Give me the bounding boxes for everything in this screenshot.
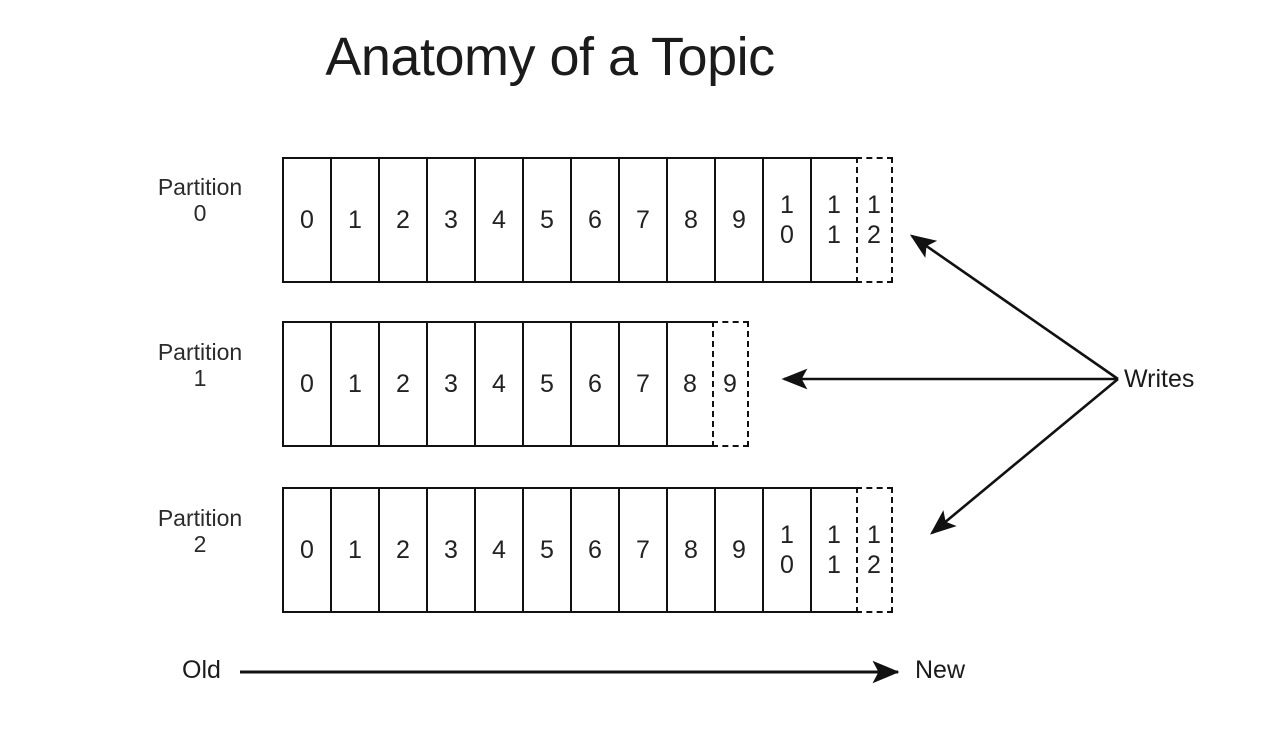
- partition-2-cell-2[interactable]: 2: [378, 487, 426, 613]
- cell-value: 1 1: [827, 521, 841, 579]
- cell-value: 2: [396, 205, 410, 234]
- partition-2-label: Partition 2: [125, 505, 275, 557]
- cell-value: 4: [492, 535, 506, 564]
- partition-1-cell-8[interactable]: 8: [666, 321, 714, 447]
- partition-2-cell-10[interactable]: 1 0: [762, 487, 810, 613]
- cell-value: 7: [636, 369, 650, 398]
- partition-2-cell-4[interactable]: 4: [474, 487, 522, 613]
- partition-1-label: Partition 1: [125, 339, 275, 391]
- cell-value: 1 1: [827, 191, 841, 249]
- cell-value: 0: [300, 535, 314, 564]
- cell-value: 8: [683, 369, 697, 398]
- cell-value: 0: [300, 205, 314, 234]
- partition-2-cell-11[interactable]: 1 1: [810, 487, 858, 613]
- partition-1-cell-7[interactable]: 7: [618, 321, 666, 447]
- partition-0-label-line1: Partition: [157, 174, 243, 200]
- partition-0-cell-9[interactable]: 9: [714, 157, 762, 283]
- timeline-new-label: New: [915, 656, 966, 684]
- cell-value: 8: [684, 535, 698, 564]
- cell-value: 3: [444, 369, 458, 398]
- cell-value: 1 0: [780, 191, 794, 249]
- partition-2-label-line1: Partition: [157, 505, 243, 531]
- cell-value: 4: [492, 369, 506, 398]
- partition-2-cells: 0 1 2 3 4 5 6 7 8 9 1 0 1 1 1 2: [282, 487, 893, 613]
- partition-0-cell-10[interactable]: 1 0: [762, 157, 810, 283]
- partition-0-cell-0[interactable]: 0: [282, 157, 330, 283]
- writes-label: Writes: [1124, 365, 1195, 393]
- partition-2-cell-0[interactable]: 0: [282, 487, 330, 613]
- cell-value: 1: [348, 535, 362, 564]
- cell-value: 4: [492, 205, 506, 234]
- partition-0-cell-7[interactable]: 7: [618, 157, 666, 283]
- cell-value: 1 0: [780, 521, 794, 579]
- cell-value: 6: [588, 535, 602, 564]
- partition-2-pending-cell[interactable]: 1 2: [855, 487, 893, 613]
- partition-2-cell-3[interactable]: 3: [426, 487, 474, 613]
- cell-value: 1: [348, 205, 362, 234]
- partition-0-cell-4[interactable]: 4: [474, 157, 522, 283]
- partition-2-cell-8[interactable]: 8: [666, 487, 714, 613]
- cell-value: 2: [396, 535, 410, 564]
- cell-value: 6: [588, 205, 602, 234]
- cell-value: 0: [300, 369, 314, 398]
- cell-value: 5: [540, 205, 554, 234]
- partition-1-cell-6[interactable]: 6: [570, 321, 618, 447]
- page-title: Anatomy of a Topic: [325, 27, 775, 87]
- partition-2-cell-5[interactable]: 5: [522, 487, 570, 613]
- cell-value: 8: [684, 205, 698, 234]
- cell-value: 5: [540, 369, 554, 398]
- cell-value: 3: [444, 205, 458, 234]
- writes-to-partition-2-arrow: [929, 377, 1119, 535]
- cell-value: 1 2: [867, 521, 881, 579]
- partition-0-cell-3[interactable]: 3: [426, 157, 474, 283]
- partition-1-cells: 0 1 2 3 4 5 6 7 8 9: [282, 321, 749, 447]
- cell-value: 7: [636, 205, 650, 234]
- partition-1-label-line2: 1: [193, 365, 207, 391]
- partition-0-label-line2: 0: [193, 200, 207, 226]
- partition-0-cell-1[interactable]: 1: [330, 157, 378, 283]
- partition-1-label-line1: Partition: [157, 339, 243, 365]
- writes-to-partition-0-arrow: [909, 234, 1119, 381]
- partition-2-label-line2: 2: [193, 531, 207, 557]
- partition-2-cell-6[interactable]: 6: [570, 487, 618, 613]
- partition-0-cells: 0 1 2 3 4 5 6 7 8 9 1 0 1 1 1 2: [282, 157, 893, 283]
- partition-1-pending-cell[interactable]: 9: [711, 321, 749, 447]
- partition-1-cell-1[interactable]: 1: [330, 321, 378, 447]
- partition-1-cell-0[interactable]: 0: [282, 321, 330, 447]
- cell-value: 7: [636, 535, 650, 564]
- partition-2-cell-9[interactable]: 9: [714, 487, 762, 613]
- partition-0-cell-5[interactable]: 5: [522, 157, 570, 283]
- timeline-old-label: Old: [182, 656, 221, 684]
- partition-1-cell-2[interactable]: 2: [378, 321, 426, 447]
- cell-value: 2: [396, 369, 410, 398]
- cell-value: 1 2: [867, 191, 881, 249]
- partition-2-cell-7[interactable]: 7: [618, 487, 666, 613]
- partition-1-cell-4[interactable]: 4: [474, 321, 522, 447]
- cell-value: 9: [732, 535, 746, 564]
- partition-0-pending-cell[interactable]: 1 2: [855, 157, 893, 283]
- cell-value: 1: [348, 369, 362, 398]
- partition-0-cell-6[interactable]: 6: [570, 157, 618, 283]
- cell-value: 5: [540, 535, 554, 564]
- partition-0-cell-11[interactable]: 1 1: [810, 157, 858, 283]
- cell-value: 9: [732, 205, 746, 234]
- cell-value: 9: [723, 369, 737, 398]
- partition-0-cell-2[interactable]: 2: [378, 157, 426, 283]
- cell-value: 6: [588, 369, 602, 398]
- partition-1-cell-5[interactable]: 5: [522, 321, 570, 447]
- partition-0-label: Partition 0: [125, 174, 275, 226]
- partition-0-cell-8[interactable]: 8: [666, 157, 714, 283]
- partition-2-cell-1[interactable]: 1: [330, 487, 378, 613]
- cell-value: 3: [444, 535, 458, 564]
- partition-1-cell-3[interactable]: 3: [426, 321, 474, 447]
